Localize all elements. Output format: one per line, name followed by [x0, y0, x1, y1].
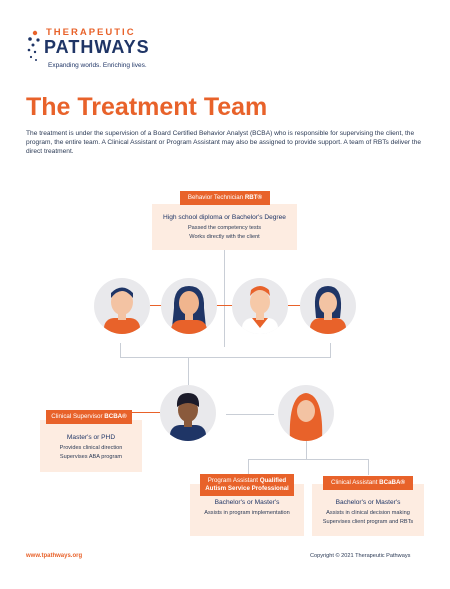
- pa-line1: Bachelor's or Master's: [214, 499, 280, 506]
- ca-box: [312, 484, 424, 536]
- ca-role: Clinical Assistant: [330, 479, 380, 486]
- connector-line: [306, 441, 307, 459]
- pa-line2: Assists in program implementation: [204, 510, 290, 516]
- connector-line: [188, 357, 189, 385]
- bcba-role: Clinical Supervisor: [51, 413, 105, 420]
- avatar-rbt-1: [94, 278, 150, 334]
- bcba-abbr: BCBA®: [104, 413, 127, 420]
- bcba-line2: Provides clinical direction: [59, 445, 123, 451]
- rbt-abbr: RBT®: [244, 194, 263, 201]
- avatar-bcba: [160, 385, 216, 441]
- logo-mark-icon: [27, 30, 40, 61]
- footer-copyright: Copyright © 2021 Therapeutic Pathways: [310, 553, 411, 559]
- connector-line: [330, 343, 331, 357]
- avatar-rbt-2: [161, 278, 217, 334]
- ca-line2: Assists in clinical decision making: [326, 510, 410, 516]
- connector-line: [212, 305, 236, 306]
- rbt-role: Behavior Technician: [187, 194, 245, 201]
- ca-label: Clinical Assistant BCaBA®: [323, 476, 413, 490]
- connector-line: [226, 414, 274, 415]
- avatar-assistant: [278, 385, 334, 441]
- bcba-box: [40, 420, 142, 472]
- rbt-line1: High school diploma or Bachelor's Degree: [163, 214, 286, 221]
- logo-main-text: PATHWAYS: [44, 37, 150, 57]
- avatar-rbt-3: [232, 278, 288, 334]
- connector-line: [132, 412, 160, 413]
- rbt-label: Behavior Technician RBT®: [180, 191, 270, 205]
- bcba-line1: Master's or PHD: [66, 434, 116, 441]
- rbt-box: [152, 204, 297, 250]
- ca-line3: Supervises client program and RBTs: [322, 519, 414, 525]
- pa-abbr: Qualified Autism Service Professional: [205, 477, 289, 492]
- connector-line: [248, 459, 368, 460]
- connector-line: [120, 357, 331, 358]
- logo-tagline: Expanding worlds. Enriching lives.: [48, 62, 147, 69]
- rbt-line3: Works directly with the client: [189, 234, 260, 240]
- pa-role: Program Assistant: [207, 477, 260, 484]
- connector-line: [368, 459, 369, 475]
- ca-line1: Bachelor's or Master's: [335, 499, 401, 506]
- connector-line: [288, 305, 306, 306]
- intro-paragraph: The treatment is under the supervision o…: [26, 130, 422, 156]
- avatar-rbt-4: [300, 278, 356, 334]
- footer-url[interactable]: www.tpathways.org: [26, 553, 83, 559]
- connector-line: [224, 250, 225, 347]
- pa-label: Program Assistant Qualified Autism Servi…: [200, 474, 294, 496]
- page-title: The Treatment Team: [26, 93, 268, 121]
- bcba-label: Clinical Supervisor BCBA®: [46, 410, 132, 424]
- logo-top-text: THERAPEUTIC: [46, 27, 136, 38]
- bcba-line3: Supervises ABA program: [59, 454, 123, 460]
- connector-line: [248, 459, 249, 475]
- ca-abbr: BCaBA®: [379, 479, 406, 486]
- rbt-line2: Passed the competency tests: [187, 225, 262, 231]
- connector-line: [120, 343, 121, 357]
